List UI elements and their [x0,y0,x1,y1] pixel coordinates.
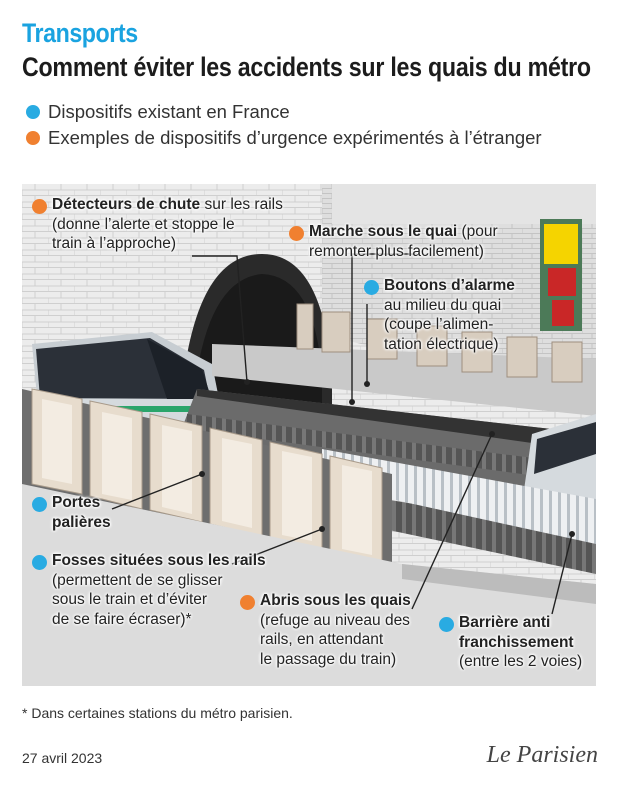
orange-dot-icon [32,199,47,214]
label-barriere-line3: (entre les 2 voies) [459,653,583,670]
label-barriere: Barrière anti franchissement (entre les … [459,613,582,672]
label-boutons-line3: (coupe l’alimen- [384,316,494,333]
blue-dot-icon [32,497,47,512]
label-boutons-title: Boutons d’alarme [384,277,515,294]
label-detecteurs-line3: train à l’approche) [52,235,177,252]
blue-dot-icon [32,555,47,570]
label-abris-line2: (refuge au niveau des [260,611,410,629]
publication-date: 27 avril 2023 [22,750,103,766]
legend-label-etranger: Exemples de dispositifs d’urgence expéri… [48,127,542,148]
page-title: Comment éviter les accidents sur les qua… [22,52,591,82]
legend-item-etranger: Exemples de dispositifs d’urgence expéri… [26,127,542,149]
metro-platform-illustration: Détecteurs de chute sur les rails (donne… [22,184,596,686]
label-portes-line1: Portes [52,494,101,511]
platform-drawing [22,184,596,686]
label-detecteurs: Détecteurs de chute sur les rails (donne… [52,195,283,254]
blue-dot-icon [439,617,454,632]
legend-label-france: Dispositifs existant en France [48,101,290,122]
label-fosses-title: Fosses situées sous les rails [52,552,266,569]
label-boutons-line2: au milieu du quai [384,296,502,314]
label-portes: Portes palières [52,493,111,532]
label-barriere-line1: Barrière anti [459,614,551,631]
label-abris-line3: rails, en attendant [260,631,384,648]
label-abris-title: Abris sous les quais [260,592,411,609]
label-abris: Abris sous les quais (refuge au niveau d… [260,591,411,669]
label-boutons-line4: tation électrique) [384,335,499,353]
label-marche: Marche sous le quai (pour remonter plus … [309,222,498,261]
label-fosses-line4: de se faire écraser)* [52,610,192,628]
label-fosses-line3: sous le train et d’éviter [52,591,208,608]
label-detecteurs-rest: sur les rails [200,196,283,213]
label-abris-line4: le passage du train) [260,650,397,668]
label-marche-rest: (pour [457,223,498,240]
label-marche-line2: remonter plus facilement) [309,242,484,260]
orange-dot-icon [240,595,255,610]
kicker-title: Transports [22,18,138,48]
blue-dot-icon [26,105,40,119]
orange-dot-icon [26,131,40,145]
label-detecteurs-title: Détecteurs de chute [52,196,201,213]
blue-dot-icon [364,280,379,295]
orange-dot-icon [289,226,304,241]
legend-item-france: Dispositifs existant en France [26,101,290,123]
label-fosses: Fosses situées sous les rails (permetten… [52,551,266,629]
footnote: * Dans certaines stations du métro paris… [22,705,293,721]
label-fosses-line2: (permettent de se glisser [52,571,223,589]
label-barriere-line2: franchissement [459,633,574,651]
label-marche-title: Marche sous le quai [309,223,458,240]
label-boutons: Boutons d’alarme au milieu du quai (coup… [384,276,515,354]
label-portes-line2: palières [52,513,111,531]
le-parisien-logo: Le Parisien [486,742,598,768]
label-detecteurs-line2: (donne l’alerte et stoppe le [52,215,235,233]
